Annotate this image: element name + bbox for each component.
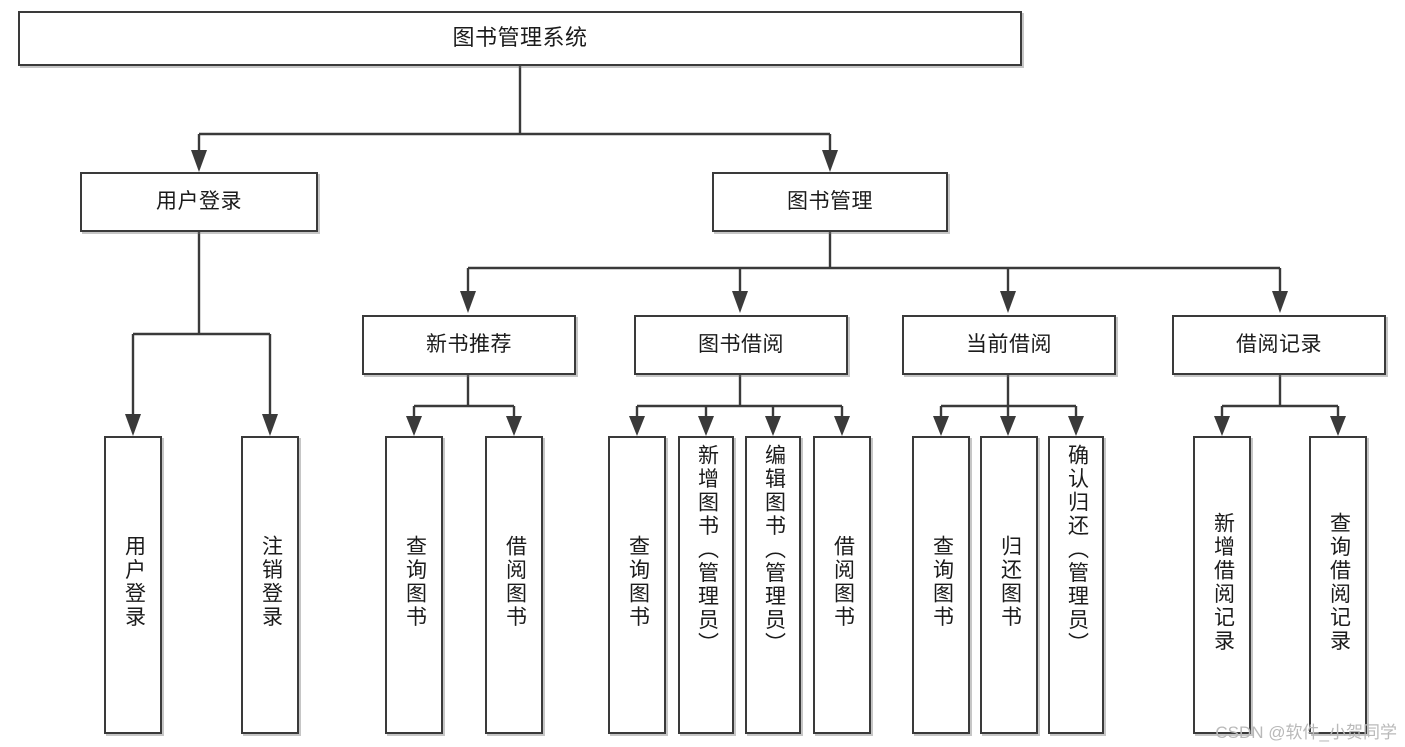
node-current-borrow[interactable]: 当前借阅 <box>902 315 1116 375</box>
arrow-to-new-book <box>460 291 476 313</box>
node-label: 借阅图书 <box>503 535 527 629</box>
arrow-borrow-book-leaf-1 <box>629 416 645 436</box>
node-label: 新书推荐 <box>426 333 512 357</box>
arrow-to-book-mgmt <box>822 150 838 172</box>
node-label: 图书管理系统 <box>452 25 588 51</box>
node-label: 当前借阅 <box>966 333 1052 357</box>
node-book-management[interactable]: 图书管理 <box>712 172 948 232</box>
leaf-borrow-book-newbook[interactable]: 借阅图书 <box>485 436 543 734</box>
leaf-add-borrow-record[interactable]: 新增借阅记录 <box>1193 436 1251 734</box>
arrow-current-borrow-leaf-2 <box>1000 416 1016 436</box>
node-label: 查询图书 <box>626 535 650 629</box>
leaf-query-book-borrow[interactable]: 查询图书 <box>608 436 666 734</box>
arrow-current-borrow-leaf-1 <box>933 416 949 436</box>
node-book-borrow[interactable]: 图书借阅 <box>634 315 848 375</box>
arrow-current-borrow-leaf-3 <box>1068 416 1084 436</box>
node-label: 图书管理 <box>787 190 873 214</box>
leaf-borrow-book-borrow[interactable]: 借阅图书 <box>813 436 871 734</box>
node-label: 注销登录 <box>259 535 283 629</box>
arrow-to-user-login <box>191 150 207 172</box>
arrow-user-login-leaf-2 <box>262 414 278 436</box>
arrow-borrow-book-leaf-2 <box>698 416 714 436</box>
leaf-user-login[interactable]: 用户登录 <box>104 436 162 734</box>
node-label: 查询借阅记录 <box>1327 511 1351 653</box>
node-root-book-management-system[interactable]: 图书管理系统 <box>18 11 1022 66</box>
leaf-query-book-current[interactable]: 查询图书 <box>912 436 970 734</box>
node-label: 归还图书 <box>998 535 1022 629</box>
arrow-to-borrow-book <box>732 291 748 313</box>
node-label: 新增借阅记录 <box>1211 511 1235 653</box>
leaf-query-borrow-record[interactable]: 查询借阅记录 <box>1309 436 1367 734</box>
node-label: 图书借阅 <box>698 333 784 357</box>
arrow-borrow-book-leaf-4 <box>834 416 850 436</box>
leaf-edit-book-admin[interactable]: 编辑图书（管理员） <box>745 436 801 734</box>
leaf-return-book[interactable]: 归还图书 <box>980 436 1038 734</box>
arrow-borrow-book-leaf-3 <box>765 416 781 436</box>
arrow-borrow-record-leaf-1 <box>1214 416 1230 436</box>
node-label: 新增图书（管理员） <box>695 444 719 656</box>
leaf-confirm-return-admin[interactable]: 确认归还（管理员） <box>1048 436 1104 734</box>
node-label: 查询图书 <box>930 535 954 629</box>
arrow-to-borrow-record <box>1272 291 1288 313</box>
node-new-book-recommend[interactable]: 新书推荐 <box>362 315 576 375</box>
arrow-user-login-leaf-1 <box>125 414 141 436</box>
leaf-logout[interactable]: 注销登录 <box>241 436 299 734</box>
node-label: 用户登录 <box>122 535 146 629</box>
node-label: 编辑图书（管理员） <box>762 444 786 656</box>
leaf-query-book-newbook[interactable]: 查询图书 <box>385 436 443 734</box>
arrow-borrow-record-leaf-2 <box>1330 416 1346 436</box>
node-label: 用户登录 <box>156 190 242 214</box>
node-label: 借阅图书 <box>831 535 855 629</box>
arrow-new-book-leaf-1 <box>406 416 422 436</box>
arrow-new-book-leaf-2 <box>506 416 522 436</box>
node-borrow-record[interactable]: 借阅记录 <box>1172 315 1386 375</box>
node-label: 借阅记录 <box>1236 333 1322 357</box>
node-label: 查询图书 <box>403 535 427 629</box>
leaf-add-book-admin[interactable]: 新增图书（管理员） <box>678 436 734 734</box>
node-label: 确认归还（管理员） <box>1065 444 1089 656</box>
node-user-login[interactable]: 用户登录 <box>80 172 318 232</box>
arrow-to-current-borrow <box>1000 291 1016 313</box>
watermark: CSDN @软件_小贺同学 <box>1215 723 1397 742</box>
